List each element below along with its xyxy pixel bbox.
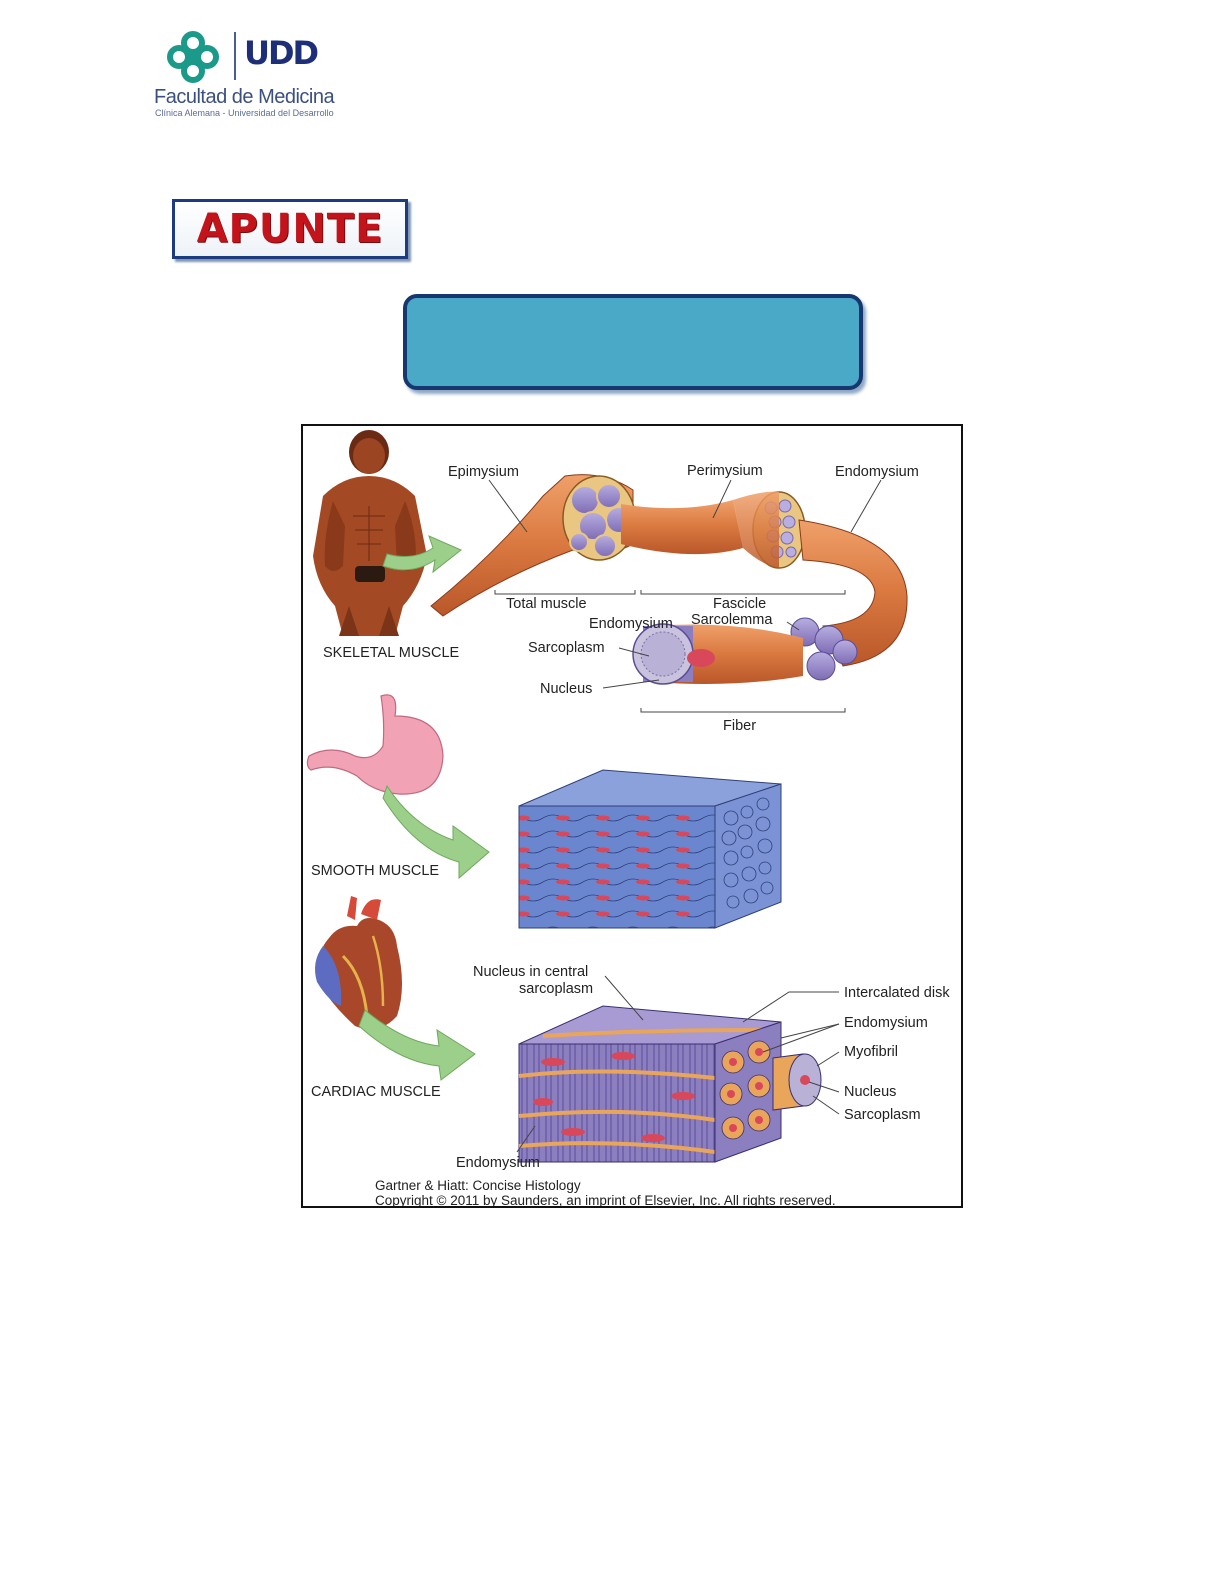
logo-subtitle: Clínica Alemana - Universidad del Desarr… [155,108,334,118]
muscle-types-figure: Epimysium Perimysium Endomysium Total mu… [301,424,963,1208]
logo-faculty-name: Facultad de Medicina [154,86,335,108]
label-intercalated-disk: Intercalated disk [844,985,950,1001]
caption-smooth-muscle: SMOOTH MUSCLE [311,863,439,879]
label-nucleus-central-1: Nucleus in central [473,964,588,980]
caption-cardiac-muscle: CARDIAC MUSCLE [311,1084,441,1100]
label-fiber: Fiber [723,718,756,734]
label-endomysium-mid: Endomysium [589,616,673,632]
figure-credit-line1: Gartner & Hiatt: Concise Histology [375,1178,581,1193]
label-epimysium: Epimysium [448,464,519,480]
skeletal-arrow-icon [382,535,462,574]
cardiac-arrow-icon [358,1009,476,1081]
cardiac-muscle-block [518,1005,822,1163]
label-nucleus-cardiac: Nucleus [844,1084,896,1100]
figure-credit-line2: Copyright © 2011 by Saunders, an imprint… [375,1193,836,1206]
heart-illustration [315,896,402,1030]
document-type-label: APUNTE [172,199,408,259]
logo-divider [234,32,236,80]
smooth-muscle-block [518,769,782,929]
udd-logo: UDD Facultad de Medicina Clínica Alemana… [150,28,340,120]
label-endomysium-right: Endomysium [844,1015,928,1031]
label-total-muscle: Total muscle [506,596,587,612]
label-nucleus: Nucleus [540,681,592,697]
label-fascicle: Fascicle [713,596,766,612]
label-sarcoplasm: Sarcoplasm [528,640,605,656]
title-banner [403,294,863,390]
stomach-illustration [306,694,444,795]
label-sarcoplasm-cardiac: Sarcoplasm [844,1107,921,1123]
document-type-text: APUNTE [196,206,384,252]
label-nucleus-central-2: sarcoplasm [519,981,593,997]
medicine-cross-logo-icon [167,31,219,83]
label-perimysium: Perimysium [687,463,763,479]
smooth-arrow-icon [382,784,490,880]
muscle-types-illustration: Epimysium Perimysium Endomysium Total mu… [306,430,950,1206]
label-endomysium-top: Endomysium [835,464,919,480]
logo-brand-text: UDD [244,34,319,72]
caption-skeletal-muscle: SKELETAL MUSCLE [323,645,460,661]
bodybuilder-illustration [313,430,427,636]
label-endomysium-bottom: Endomysium [456,1155,540,1171]
label-sarcolemma: Sarcolemma [691,612,773,628]
label-myofibril: Myofibril [844,1044,898,1060]
